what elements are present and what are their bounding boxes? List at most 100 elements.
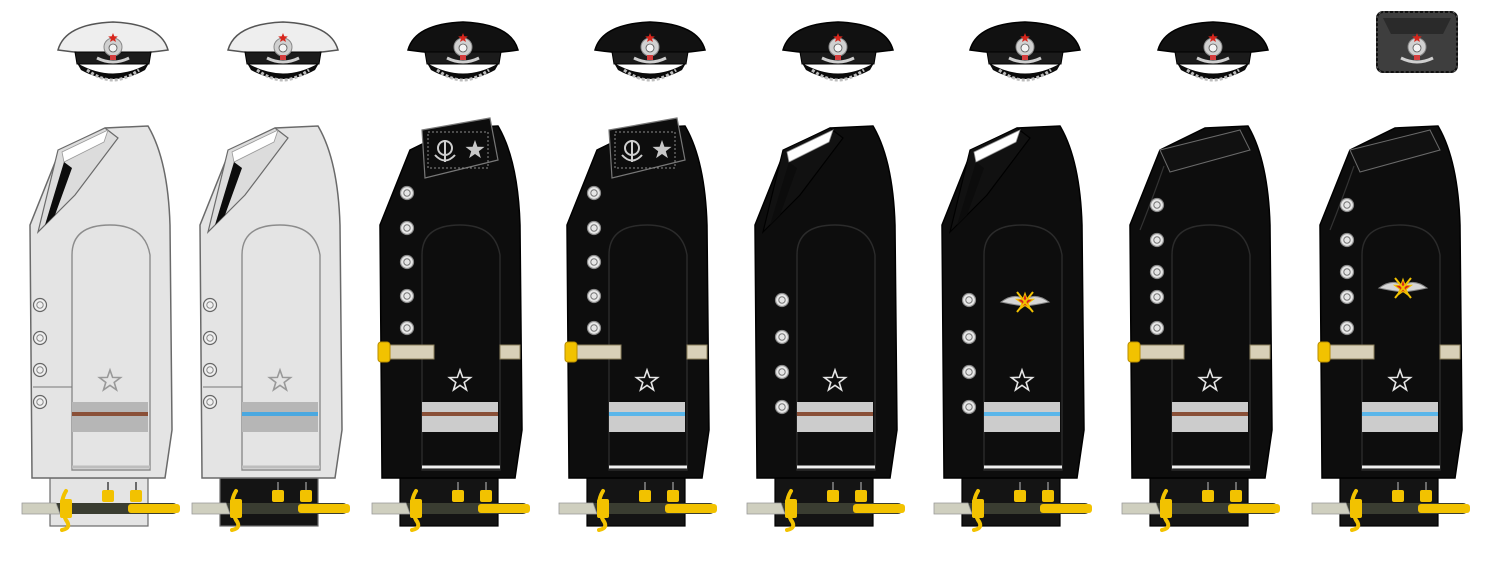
dirk-grip	[1311, 502, 1351, 515]
dirk-guard	[972, 489, 983, 532]
star-icon	[1009, 367, 1035, 392]
button-icon	[399, 288, 415, 304]
belt-left	[387, 344, 435, 360]
red-star-cockade-icon	[1400, 33, 1434, 64]
winged-emblem-icon	[999, 291, 1051, 313]
dirk-guard	[60, 489, 71, 532]
dirk-tip	[853, 504, 905, 513]
dirk-icon	[1121, 482, 1280, 532]
button-icon	[399, 320, 415, 336]
rank-stripe-upper	[609, 402, 685, 412]
uniform-4	[558, 21, 717, 532]
rank-stripe-lower	[1172, 416, 1248, 432]
button-icon	[586, 288, 602, 304]
rank-stripe-accent	[797, 412, 873, 416]
uniform-8	[1311, 11, 1470, 532]
dirk-guard	[1350, 489, 1361, 532]
star-icon	[97, 367, 123, 392]
dirk-icon	[191, 482, 350, 532]
belt-buckle-icon	[1127, 341, 1141, 363]
peaked-cap	[227, 21, 339, 82]
necktie	[45, 162, 72, 225]
star-icon	[1387, 367, 1413, 392]
rank-stripe-lower	[984, 416, 1060, 432]
red-star-cockade-icon	[1196, 33, 1230, 64]
rank-stripe-lower	[242, 416, 318, 432]
dirk-icon	[933, 482, 1092, 532]
red-star-cockade-icon	[1008, 33, 1042, 64]
red-star-cockade-icon	[446, 33, 480, 64]
dirk-tip	[665, 504, 717, 513]
rank-stripe-upper	[242, 402, 318, 412]
star-icon	[267, 367, 293, 392]
rank-stripe-upper	[1362, 402, 1438, 412]
button-icon	[32, 297, 48, 313]
rank-stripe-upper	[797, 402, 873, 412]
button-icon	[586, 185, 602, 201]
belt-left	[574, 344, 622, 360]
button-icon	[399, 254, 415, 270]
button-icon	[1339, 197, 1355, 213]
dirk-tip	[478, 504, 530, 513]
dirk-guard	[230, 489, 241, 532]
winter-cap	[1376, 11, 1458, 73]
button-icon	[32, 394, 48, 410]
button-icon	[202, 362, 218, 378]
dirk-grip	[1121, 502, 1161, 515]
dirk-icon	[558, 482, 717, 532]
peaked-cap	[1157, 21, 1269, 82]
peaked-cap	[782, 21, 894, 82]
red-star-cockade-icon	[633, 33, 667, 64]
dirk-icon	[371, 482, 530, 532]
button-icon	[1339, 264, 1355, 280]
belt-left	[1137, 344, 1185, 360]
peaked-cap	[407, 21, 519, 82]
button-icon	[774, 292, 790, 308]
button-icon	[961, 329, 977, 345]
necktie	[957, 162, 984, 225]
high-collar	[1159, 129, 1251, 173]
dirk-icon	[21, 482, 180, 532]
star-icon	[447, 367, 473, 392]
uniform-2	[191, 21, 350, 532]
collar-star-icon	[465, 140, 485, 159]
rank-stripe-upper	[984, 402, 1060, 412]
rank-stripe-upper	[72, 402, 148, 412]
button-icon	[1149, 289, 1165, 305]
dirk-tip	[128, 504, 180, 513]
necktie	[215, 162, 242, 225]
uniform-5	[746, 21, 905, 532]
rank-stripe-accent	[72, 412, 148, 416]
shirt-collar	[973, 129, 1021, 163]
dirk-grip	[933, 502, 973, 515]
dirk-grip	[371, 502, 411, 515]
peaked-cap	[969, 21, 1081, 82]
dirk-guard	[1160, 489, 1171, 532]
anchor-icon	[434, 140, 456, 162]
button-icon	[774, 329, 790, 345]
button-icon	[774, 399, 790, 415]
button-icon	[1149, 232, 1165, 248]
star-icon	[634, 367, 660, 392]
visor-embroidery	[86, 68, 140, 82]
button-icon	[1149, 264, 1165, 280]
uniform-1	[21, 21, 180, 532]
dirk-icon	[1311, 482, 1470, 532]
high-collar	[1349, 129, 1441, 173]
button-icon	[961, 364, 977, 380]
red-star-cockade-icon	[266, 33, 300, 64]
visor-embroidery	[623, 68, 677, 82]
shirt-collar	[231, 129, 279, 163]
dirk-grip	[191, 502, 231, 515]
necktie	[770, 162, 797, 225]
visor-embroidery	[436, 68, 490, 82]
rank-stripe-accent	[422, 412, 498, 416]
rank-stripe-accent	[242, 412, 318, 416]
uniform-3	[371, 21, 530, 532]
belt-buckle-icon	[1317, 341, 1331, 363]
visor-embroidery	[256, 68, 310, 82]
dirk-tip	[1418, 504, 1470, 513]
dirk-icon	[746, 482, 905, 532]
button-icon	[1149, 197, 1165, 213]
